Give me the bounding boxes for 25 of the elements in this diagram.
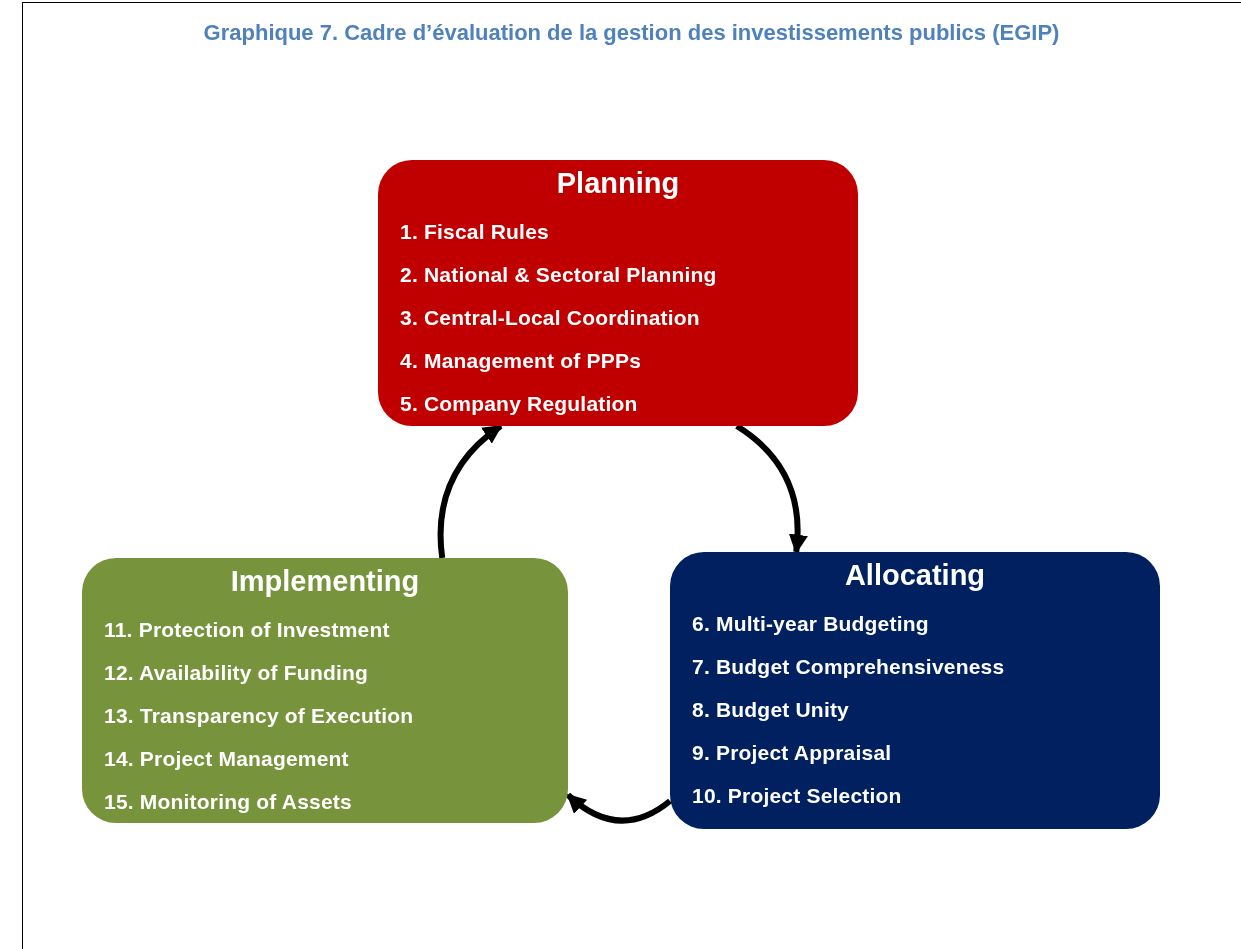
stage-item: 1. Fiscal Rules: [400, 219, 550, 245]
stage-heading: Planning: [555, 166, 681, 200]
arrow: [437, 423, 503, 559]
stage-item: 9. Project Appraisal: [692, 740, 893, 766]
stage-heading: Allocating: [843, 558, 987, 592]
stage-item: 5. Company Regulation: [400, 391, 639, 417]
arrow: [566, 792, 672, 824]
stage-item: 10. Project Selection: [692, 783, 903, 809]
stage-item: 6. Multi-year Budgeting: [692, 611, 930, 637]
stage-item: 13. Transparency of Execution: [104, 703, 415, 729]
stage-item: 4. Management of PPPs: [400, 348, 643, 374]
stage-item: 14. Project Management: [104, 746, 350, 772]
stage-box: [378, 160, 858, 426]
stage-item: 3. Central-Local Coordination: [400, 305, 701, 331]
stage-box: [82, 558, 568, 823]
stage-item: 15. Monitoring of Assets: [104, 789, 353, 815]
stage-item: 2. National & Sectoral Planning: [400, 262, 718, 288]
stage-box: [670, 552, 1160, 829]
title: Graphique 7. Cadre d’évaluation de la gestion des investissements publics (EGIP): [202, 20, 1061, 46]
stage-item: 11. Protection of Investment: [104, 617, 391, 643]
stage-heading: Implementing: [229, 564, 421, 598]
stage-item: 12. Availability of Funding: [104, 660, 370, 686]
stage-item: 7. Budget Comprehensiveness: [692, 654, 1006, 680]
arrow: [735, 423, 808, 554]
stage-item: 8. Budget Unity: [692, 697, 850, 723]
